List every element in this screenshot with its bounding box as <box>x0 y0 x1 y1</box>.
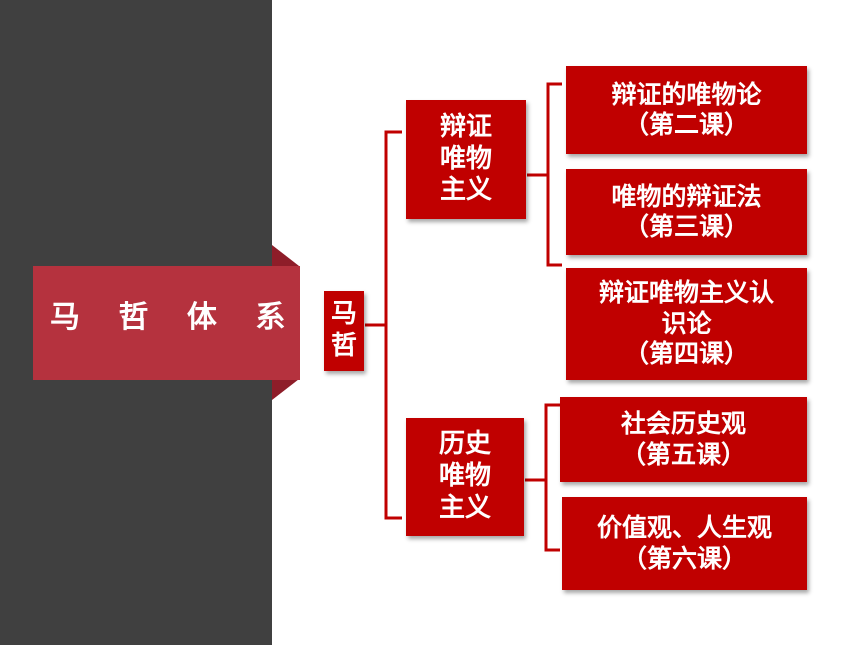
leaf-lesson-4: 辩证唯物主义认 识论 （第四课） <box>566 268 807 380</box>
leaf4-line-2: （第五课） <box>620 439 746 469</box>
root-line-2: 哲 <box>330 331 357 361</box>
leaf1-line-1: 辩证的唯物论 <box>611 79 762 109</box>
branch2-brace <box>525 403 560 552</box>
branch1-line-2: 唯物 <box>439 143 492 174</box>
leaf4-line-1: 社会历史观 <box>620 409 746 438</box>
branch1-brace <box>527 82 562 267</box>
root-node: 马 哲 <box>324 291 364 371</box>
branch-historical-materialism: 历史 唯物 主义 <box>406 418 524 536</box>
leaf2-line-2: （第三课） <box>623 212 749 241</box>
branch2-line-1: 历史 <box>438 429 491 460</box>
leaf3-line-3: （第四课） <box>623 339 749 369</box>
leaf3-line-2: 识论 <box>661 308 712 338</box>
leaf1-line-2: （第二课） <box>623 110 749 139</box>
banner-title: 马 哲 体 系 <box>50 300 300 335</box>
root-line-1: 马 <box>330 299 357 330</box>
root-brace <box>365 130 402 520</box>
leaf-lesson-6: 价值观、人生观 （第六课） <box>562 497 807 590</box>
leaf-lesson-5: 社会历史观 （第五课） <box>560 397 807 482</box>
leaf-lesson-3: 唯物的辩证法 （第三课） <box>566 169 807 255</box>
branch-dialectical-materialism: 辩证 唯物 主义 <box>406 100 526 219</box>
branch1-line-1: 辩证 <box>439 111 492 142</box>
leaf2-line-1: 唯物的辩证法 <box>611 181 762 211</box>
branch2-line-2: 唯物 <box>438 461 491 492</box>
leaf5-line-1: 价值观、人生观 <box>596 513 772 542</box>
leaf3-line-1: 辩证唯物主义认 <box>598 278 774 308</box>
leaf-lesson-2: 辩证的唯物论 （第二课） <box>566 66 807 154</box>
title-banner <box>33 266 300 380</box>
branch2-line-3: 主义 <box>438 492 491 523</box>
branch1-line-3: 主义 <box>439 175 492 206</box>
leaf5-line-2: （第六课） <box>621 543 747 573</box>
